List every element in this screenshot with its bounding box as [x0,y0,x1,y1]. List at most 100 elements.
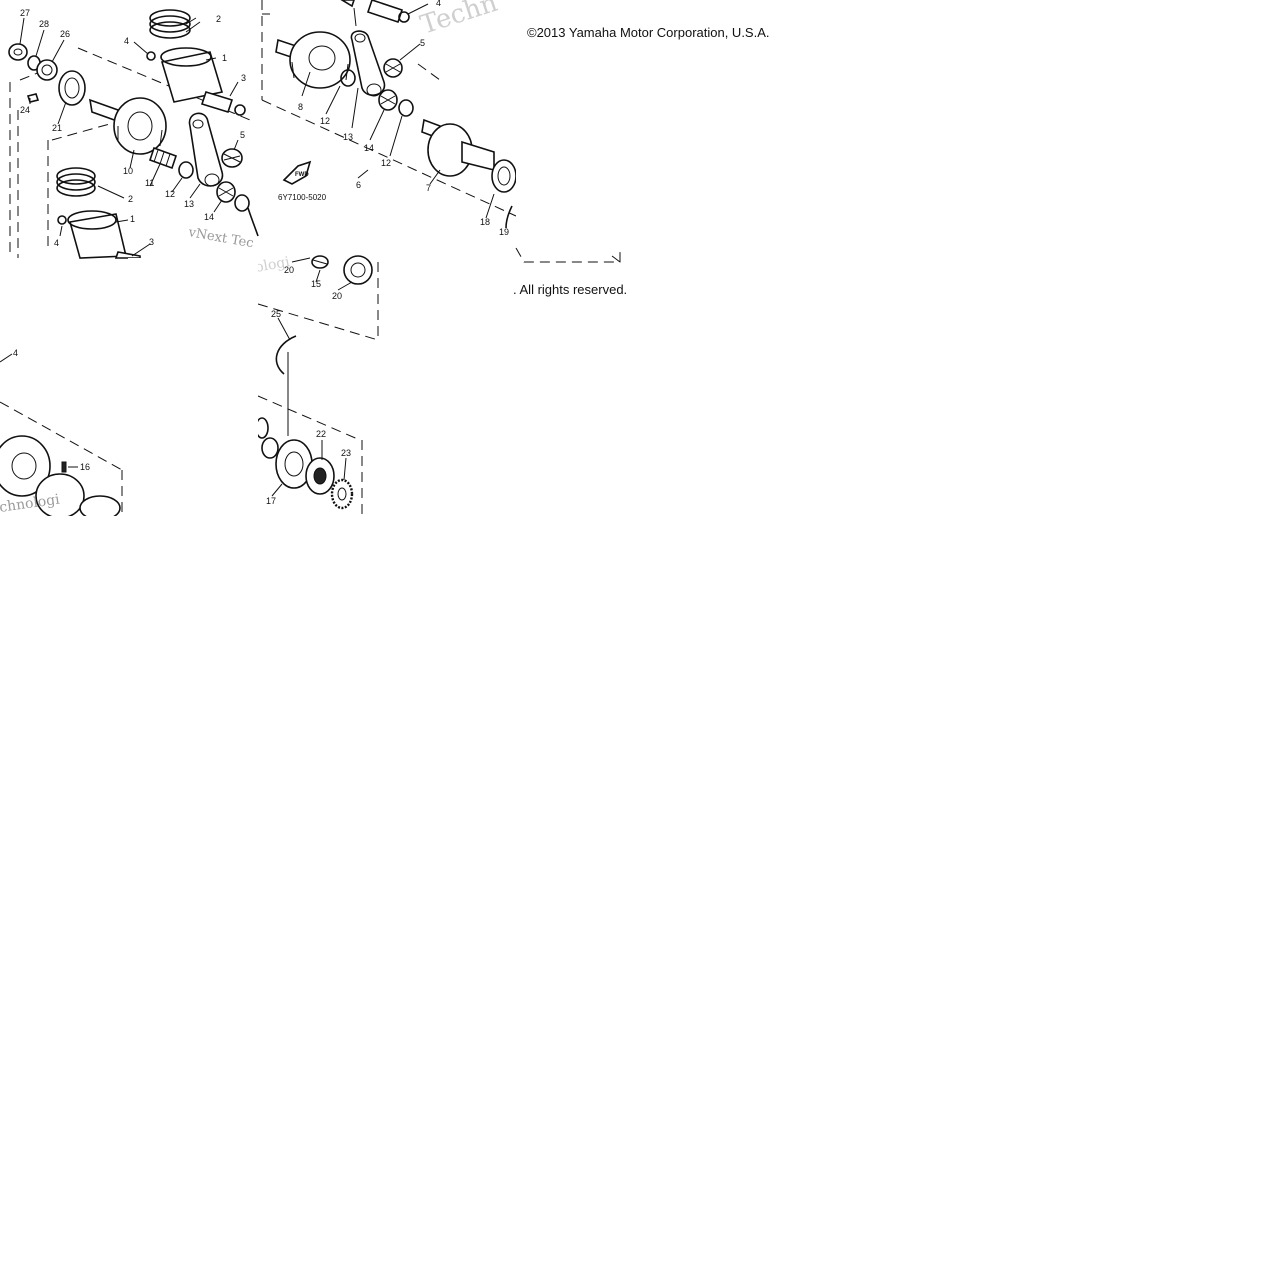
callout-26: 26 [60,29,70,39]
svg-text:FWD: FWD [295,172,309,178]
callout-13-b: 13 [343,132,353,142]
crank-pin-11 [148,146,178,170]
dashed-frame-d [0,401,123,516]
crank-wheel-10 [88,97,167,155]
piston-rings-bottom [56,167,96,197]
diagram-tile-a [8,9,259,259]
bearing-14-a [216,181,236,203]
callout-2-top: 2 [216,14,221,24]
piston-pin-b [340,0,404,24]
callout-23: 23 [341,448,351,458]
piston-top [160,47,224,103]
callout-7: 7 [426,183,431,193]
diagram-tile-d [0,353,123,521]
leader-d4 [0,353,13,363]
callout-5-a: 5 [240,130,245,140]
callout-8: 8 [298,102,303,112]
callout-15: 15 [311,279,321,289]
seal-27 [8,43,28,61]
piston-bottom [67,210,128,259]
callout-numbers: 27 28 26 2 4 1 3 24 21 10 11 12 13 14 5 … [13,0,509,506]
washer-12-b2 [398,99,414,117]
callout-12-a: 12 [165,189,175,199]
callout-25: 25 [271,309,281,319]
seal-22 [305,457,335,495]
callout-2-bottom: 2 [128,194,133,204]
crank-wheel-d [0,435,121,521]
crank-wheel-8 [275,31,351,89]
callout-19: 19 [499,227,509,237]
callout-20-a: 20 [284,265,294,275]
callout-14-a: 14 [204,212,214,222]
callout-24: 24 [20,105,30,115]
callout-10: 10 [123,166,133,176]
dashed-frame-b [261,0,517,217]
diagram-tile-c [255,255,379,516]
watermark-tile-c: ologi [254,254,292,276]
bearing-5-a [221,148,243,168]
bearing-15 [311,255,329,269]
callout-20-b: 20 [332,291,342,301]
callout-27: 27 [20,8,30,18]
callout-17: 17 [266,496,276,506]
conrod-13-b [350,30,386,97]
callout-4-top: 4 [124,36,129,46]
callout-4-bottom: 4 [54,238,59,248]
crank-edge-a [247,207,259,237]
conrod-13-a [188,112,224,187]
dashed-frame-e [515,247,621,263]
callout-21: 21 [52,123,62,133]
callout-4-b: 4 [436,0,441,8]
callout-1-top: 1 [222,53,227,63]
watermark-tile-a: Techn [417,0,501,41]
washer-c [261,437,279,459]
dashed-frame-c [257,262,379,516]
watermark-tile-b: vNext Tec [186,225,254,251]
key-24 [26,93,40,103]
bearing-14-b [378,89,398,111]
gear-23 [330,478,354,510]
callout-4-d: 4 [13,348,18,358]
edge-19 [505,205,513,229]
washer-12-b1 [340,69,356,87]
washer-a-right [234,194,250,212]
clip-top [146,51,156,61]
front-arrow: FWD [282,160,312,185]
leader-lines-a [19,17,239,257]
callout-3-top: 3 [241,73,246,83]
seal-26 [36,59,58,81]
bearing-20 [343,255,373,285]
washer-12-a [178,161,194,179]
callout-3-bottom: 3 [149,237,154,247]
piston-pin-top [200,91,234,113]
callout-16: 16 [80,462,90,472]
leader-lines-b [301,3,495,219]
callout-28: 28 [39,19,49,29]
copyright-notice: ©2013 Yamaha Motor Corporation, U.S.A. [527,25,770,40]
callout-18: 18 [480,217,490,227]
callout-5-b: 5 [420,38,425,48]
bearing-18 [491,159,517,193]
callout-22: 22 [316,429,326,439]
callout-1-bottom: 1 [130,214,135,224]
clip-b [398,11,410,23]
piston-rings-top [149,9,191,39]
rights-reserved-notice: . All rights reserved. [513,282,628,297]
circlip-25 [275,335,297,375]
bearing-5-b [383,58,403,78]
clip-bottom [57,215,67,225]
diagram-code: 6Y7100-5020 [278,193,327,202]
pin-16 [61,461,78,473]
crank-wheel-7 [421,118,495,177]
callout-12-b1: 12 [320,116,330,126]
clip-right-a [234,104,246,116]
leader-lines-c [271,257,353,497]
diagram-tile-b: FWD [261,0,517,229]
callout-6: 6 [356,180,361,190]
callout-14-b: 14 [364,143,374,153]
bearing-21 [58,70,86,106]
callout-11: 11 [145,178,154,188]
